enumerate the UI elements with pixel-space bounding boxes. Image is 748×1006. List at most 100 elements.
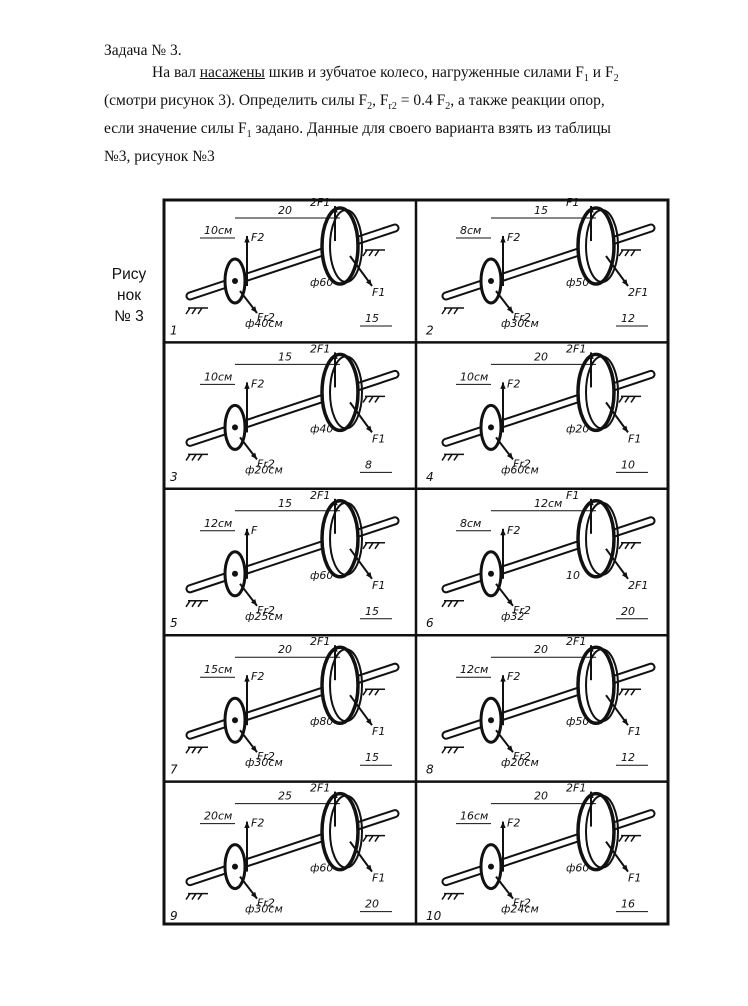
variant-number: 2: [426, 323, 434, 337]
large-wheel-rim: [329, 209, 363, 283]
diameter-label-small: ф25см: [245, 610, 283, 623]
force-f2-arrow-head: [500, 528, 506, 536]
pulley-hub: [488, 717, 494, 724]
diameter-label-small: ф40см: [245, 317, 283, 330]
force-label-f1: 2F1: [628, 286, 648, 299]
dimension-label-1: 8см: [460, 517, 481, 530]
support-hatching: [618, 542, 641, 550]
task-line-2: (смотри рисунок 3). Определить силы F2, …: [104, 92, 605, 113]
force-label-2f1: 2F1: [310, 342, 330, 355]
large-wheel-rim: [585, 355, 619, 430]
task-title: Задача № 3.: [104, 42, 182, 59]
large-wheel-rim: [585, 648, 619, 723]
pulley-hub: [232, 424, 238, 431]
variant-number: 7: [170, 763, 178, 777]
support-hatching: [185, 746, 208, 754]
task-text: Задача № 3. На вал насажены шкив и зубча…: [104, 40, 704, 168]
dimension-label-3: 15: [365, 605, 379, 618]
force-label-fr2: Fr2: [513, 750, 531, 763]
support-hatching: [185, 453, 208, 461]
support-hatching: [618, 834, 641, 843]
large-wheel-rim: [329, 501, 363, 576]
force-f1-arrow-head: [621, 571, 628, 579]
diameter-label-large: 10: [566, 569, 580, 582]
diameter-label-small: ф60см: [501, 463, 539, 476]
support-hatching: [362, 688, 385, 696]
support-hatching: [441, 746, 464, 754]
dimension-label-1: 12см: [460, 663, 488, 676]
force-2f1-arrow-head: [588, 791, 594, 799]
force-fr2-arrow-head: [506, 891, 513, 899]
diameter-label-small: ф30см: [501, 317, 539, 330]
force-2f1-arrow-head: [588, 498, 594, 506]
support-hatching: [441, 892, 464, 901]
force-label-f1: F1: [628, 872, 641, 885]
large-wheel-rim: [329, 794, 363, 869]
diameter-label-large: ф80: [310, 715, 333, 728]
force-f1-arrow-head: [365, 425, 372, 433]
dimension-label-1: 10см: [204, 224, 232, 237]
dimension-label-2: 15: [278, 350, 292, 363]
large-wheel: [576, 645, 616, 725]
force-label-f2: F2: [251, 670, 264, 683]
diameter-label-large: ф60: [310, 569, 333, 582]
pulley-hub: [488, 424, 494, 431]
dimension-label-3: 12: [621, 751, 635, 764]
figure-caption: Рису нок № 3: [111, 266, 147, 325]
force-2f1-arrow-head: [588, 352, 594, 359]
force-fr2-arrow-head: [250, 452, 257, 460]
force-label-fr2: Fr2: [257, 604, 275, 617]
dimension-label-3: 15: [365, 751, 379, 764]
force-fr2-arrow-head: [506, 306, 513, 313]
force-f1-arrow-head: [365, 571, 372, 579]
support-hatching: [618, 688, 641, 696]
diameter-label-large: ф60: [310, 276, 333, 289]
pulley-hub: [488, 278, 494, 284]
dimension-label-2: 12см: [534, 497, 562, 510]
support-hatching: [441, 453, 464, 461]
force-label-2f1: 2F1: [310, 782, 330, 795]
pulley-hub: [488, 863, 494, 870]
support-hatching: [362, 395, 385, 403]
force-label-f2: F2: [507, 670, 520, 683]
large-wheel: [320, 499, 360, 579]
force-label-2f1: 2F1: [310, 196, 330, 209]
force-label-f1: F1: [372, 579, 385, 592]
force-f1-arrow-head: [365, 279, 372, 286]
force-label-fr2: Fr2: [257, 457, 275, 470]
pulley-hub: [232, 570, 238, 577]
force-f2-arrow-head: [500, 382, 506, 389]
force-fr2-arrow-head: [506, 599, 513, 606]
variant-number: 1: [170, 323, 178, 337]
variant-number: 4: [426, 470, 434, 484]
force-f2-arrow-head: [244, 382, 250, 389]
diameter-label-large: ф20: [566, 422, 589, 435]
pulley-hub: [232, 717, 238, 724]
diameter-label-large: ф60: [310, 862, 333, 875]
dimension-label-1: 12см: [204, 517, 232, 530]
force-2f1-arrow-head: [588, 206, 594, 213]
support-hatching: [185, 892, 208, 901]
dimension-label-1: 20см: [204, 810, 232, 823]
force-2f1-arrow-head: [332, 352, 338, 359]
force-label-f2: F2: [507, 231, 520, 244]
dimension-label-1: 10см: [204, 370, 232, 383]
support-hatching: [618, 249, 641, 257]
dimension-label-2: 15: [278, 497, 292, 510]
force-label-f1: 2F1: [628, 579, 648, 592]
force-label-fr2: Fr2: [257, 311, 275, 324]
force-f1-arrow-head: [365, 864, 372, 872]
diameter-label-small: ф20см: [245, 463, 283, 476]
dimension-label-2: 20: [534, 790, 548, 803]
diameter-label-small: ф30см: [245, 756, 283, 769]
dimension-label-2: 20: [278, 643, 292, 656]
force-label-f1: F1: [372, 286, 385, 299]
large-wheel: [576, 352, 616, 433]
force-label-2f1: F1: [566, 196, 579, 209]
force-label-fr2: Fr2: [257, 897, 275, 910]
force-label-fr2: Fr2: [513, 604, 531, 617]
